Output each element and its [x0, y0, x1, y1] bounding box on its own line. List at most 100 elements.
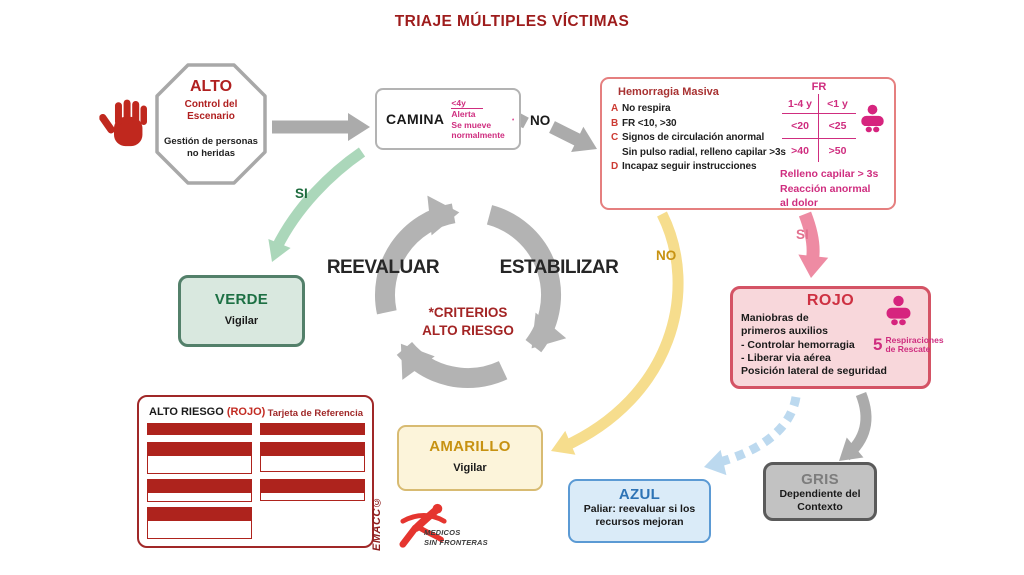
rescue-label-line: de Rescate: [885, 344, 931, 354]
fr-table: 1-4 y <1 y <20 <25 >40 >50: [782, 94, 856, 162]
arrow-camina-no: [508, 109, 597, 152]
fr-cell: <25: [819, 114, 856, 139]
alto-octagon: ALTO Control del Escenario Gestión de pe…: [154, 62, 268, 186]
label-si-verde: SI: [295, 186, 308, 201]
alto-title: ALTO: [189, 78, 233, 95]
cycle-arrows: [375, 195, 567, 389]
page-title: TRIAJE MÚLTIPLES VÍCTIMAS: [394, 13, 630, 30]
label-no-camina: NO: [530, 113, 551, 128]
msf-figure-icon: [399, 503, 447, 548]
emacc-credit: EMACC©: [371, 495, 383, 551]
baby-icon: [512, 106, 514, 133]
card-title-red: (ROJO): [226, 406, 266, 418]
alto-subtitle: Control del Escenario: [184, 99, 238, 122]
rescue-number: 5: [873, 335, 883, 354]
card-bar: [147, 423, 252, 435]
alto-note: Gestión de personas no heridas: [164, 136, 258, 159]
arrow-alto-to-camina: [272, 113, 370, 141]
gris-line: Contexto: [797, 501, 843, 513]
camina-line: normalmente: [451, 130, 505, 140]
camina-label: CAMINA: [386, 111, 445, 127]
card-bar: [147, 479, 252, 492]
cycle-label-estabilizar: ESTABILIZAR: [499, 257, 619, 278]
rojo-title: ROJO: [806, 292, 855, 309]
azul-title: AZUL: [618, 486, 661, 503]
cycle-label-reevaluar: REEVALUAR: [326, 257, 440, 278]
card-bar: [260, 442, 365, 455]
card-field: [147, 520, 252, 539]
rojo-line: - Liberar via aérea: [741, 352, 831, 365]
azul-line: Paliar: reevaluar si los: [583, 503, 696, 515]
card-bar: [147, 507, 252, 520]
rescue-label: Respiraciones de Rescate: [885, 334, 944, 355]
verde-title: VERDE: [214, 291, 269, 308]
card-bar: [147, 442, 252, 455]
rojo-footer-line: Posición lateral de seguridad: [741, 365, 887, 377]
rojo-line: - Controlar hemorragia: [741, 338, 855, 351]
arrow-si-to-rojo: [798, 211, 829, 278]
card-title-black: ALTO RIESGO: [149, 406, 224, 418]
rojo-line: primeros auxilios: [741, 325, 828, 338]
fr-cell: >50: [828, 144, 847, 157]
cycle-center-note: *CRITERIOS ALTO RIESGO: [403, 304, 533, 340]
card-bar: [260, 423, 365, 435]
camina-box: CAMINA <4y Alerta Se mueve normalmente: [375, 88, 521, 150]
msf-logo-text: MEDICOS SIN FRONTERAS: [424, 528, 488, 547]
camina-line: Alerta: [451, 109, 476, 119]
criterios-line: ALTO RIESGO: [422, 323, 514, 338]
camina-age: <4y: [451, 98, 484, 109]
arrow-si-to-verde: [268, 147, 366, 262]
note-line: Relleno capilar > 3s: [780, 168, 879, 180]
amarillo-box: AMARILLO Vigilar: [397, 425, 543, 491]
card-field: [260, 492, 365, 501]
rojo-line: Maniobras de: [741, 312, 809, 324]
fr-table-header: FR: [811, 81, 827, 93]
baby-icon: [860, 104, 885, 133]
label-si-rojo: SI: [796, 227, 809, 242]
azul-line: recursos mejoran: [595, 516, 684, 528]
card-subtitle: Tarjeta de Referencia: [267, 408, 363, 419]
hemorragia-title: Hemorragia Masiva: [618, 86, 719, 98]
msf-text-line: SIN FRONTERAS: [424, 537, 488, 547]
arrow-rojo-to-gris: [839, 391, 872, 461]
card-bar: [260, 479, 365, 492]
camina-line: Se mueve: [451, 119, 492, 130]
card-field: [147, 492, 252, 502]
hemorragia-notes: Relleno capilar > 3s Reacción anormal al…: [780, 167, 878, 211]
gris-title: GRIS: [801, 471, 839, 488]
card-field: [260, 455, 365, 472]
camina-criteria: <4y Alerta Se mueve normalmente: [451, 98, 505, 141]
gris-line: Dependiente del: [779, 488, 861, 500]
baby-icon: [885, 295, 912, 326]
amarillo-action: Vigilar: [453, 462, 487, 474]
fr-cell: <1 y: [819, 94, 856, 114]
fr-cell: 1-4 y: [782, 94, 819, 114]
verde-box: VERDE Vigilar: [178, 275, 305, 347]
fr-cell: >40: [782, 139, 819, 162]
note-line: Reacción anormal: [780, 182, 871, 195]
criteria-item: Sin pulso radial, relleno capilar >3s: [622, 146, 786, 158]
note-line: al dolor: [780, 197, 818, 209]
stop-hand-icon: [98, 99, 156, 151]
verde-action: Vigilar: [224, 315, 259, 327]
rojo-actions: Maniobras de primeros auxilios - Control…: [741, 312, 855, 366]
fr-cell: <20: [782, 114, 819, 139]
azul-box: AZUL Paliar: reevaluar si los recursos m…: [568, 479, 711, 543]
msf-logo: MEDICOS SIN FRONTERAS: [395, 499, 500, 555]
gris-box: GRIS Dependiente del Contexto: [763, 462, 877, 521]
octagon-shape: [155, 63, 267, 185]
msf-text-line: MEDICOS: [424, 528, 461, 537]
rescue-label-line: Respiraciones: [885, 334, 944, 345]
card-title: ALTO RIESGO (ROJO): [149, 406, 265, 418]
amarillo-title: AMARILLO: [429, 438, 511, 455]
reference-card: ALTO RIESGO (ROJO) Tarjeta de Referencia: [137, 395, 374, 548]
label-no-amarillo: NO: [656, 248, 677, 263]
rescue-breaths: 5 Respiraciones de Rescate: [873, 335, 944, 355]
card-field: [147, 455, 252, 474]
